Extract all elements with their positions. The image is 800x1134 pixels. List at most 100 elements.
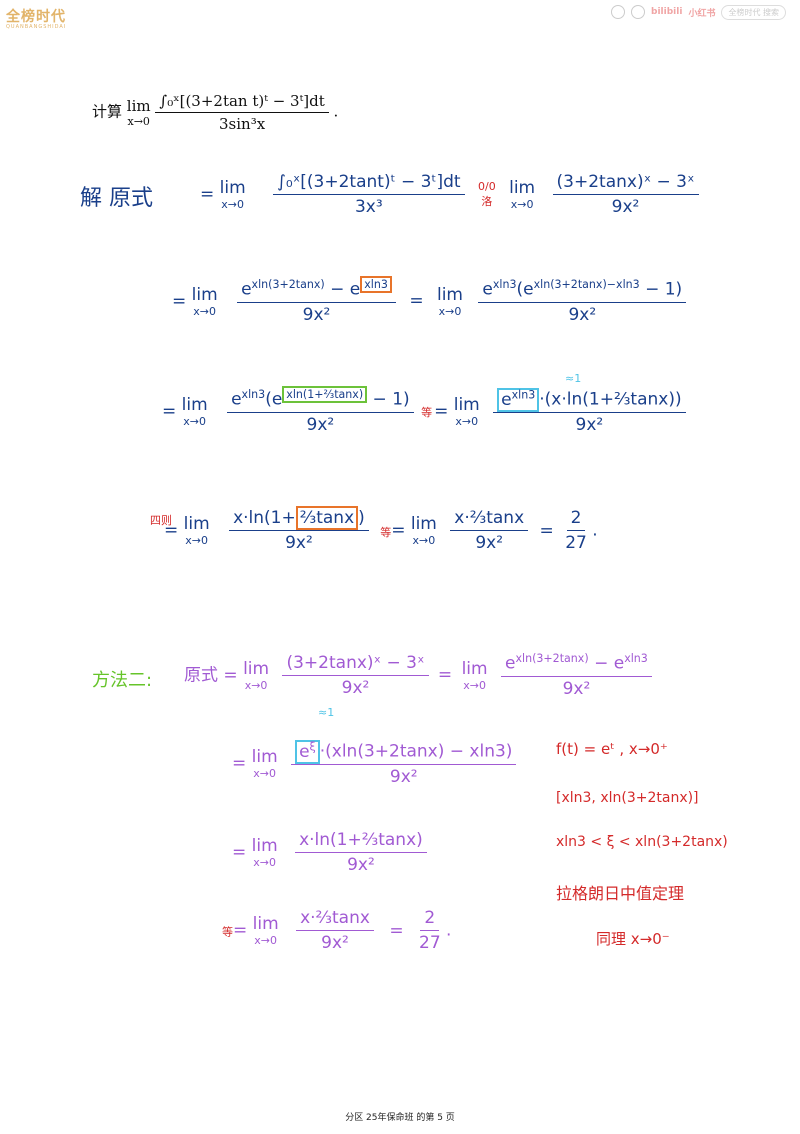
equiv-note: 等 [380,525,392,539]
step4-denominator-2: 9x² [475,533,504,553]
search-badge: 全榜时代 搜索 [721,4,786,20]
step4-numerator: x·⅔tanx [296,908,374,931]
brand-logo: 全榜时代 [6,9,66,25]
e-base: e [501,389,512,410]
minus: − [330,279,345,300]
eq-sign: = [223,665,238,686]
problem-fraction: ∫₀ˣ[(3+2tan t)ᵗ − 3ᵗ]dt 3sin³x [155,92,329,133]
eq-sign: = [172,291,187,312]
lim-text: lim [509,178,536,198]
lim-sub: x→0 [127,115,150,128]
result-denominator: 27 [565,533,587,553]
lim-text: lim [191,284,218,305]
step2-numerator: eξ·(xln(3+2tanx) − xln3) [291,739,517,765]
eq-sign: = [389,920,404,941]
lim-sub: x→0 [244,678,268,692]
result-numerator: 2 [566,508,586,531]
approx-one-mark: ≈1 [565,372,582,385]
step2-denominator-2: 9x² [568,304,597,325]
step4-denominator: 9x² [285,533,313,553]
exponent: xln3 [492,278,517,291]
page-footer: 分区 25年保命班 的第 5 页 [345,1113,455,1123]
e-base: e [241,279,252,300]
minus: − [594,653,609,674]
step1-numerator-2: (3+2tanx)ˣ − 3ˣ [552,172,699,195]
problem-denominator: 3sin³x [219,115,266,133]
problem-period: . [333,102,339,121]
eq-sign: = [232,842,247,863]
tail: − 1) [645,279,683,300]
lim-sub: x→0 [254,934,278,947]
lim-sub: x→0 [412,534,436,547]
approx-one-mark-2: ≈1 [318,706,335,719]
inner-e: (e [516,279,534,300]
equiv-note: 等 [222,925,233,939]
bilibili-tag: bilibili [651,7,683,17]
note-xi-range: xln3 < ξ < xln(3+2tanx) [556,834,728,850]
equiv-note: 等 [421,406,433,420]
social-bar: bilibili 小红书 全榜时代 搜索 [611,4,786,20]
exponent: xln(3+2tanx)−xln3 [533,278,640,291]
lim-sub: x→0 [183,414,207,428]
step1-denominator: 9x² [341,677,370,698]
step2-denominator: 9x² [389,766,418,787]
lhs-label: 原式 [184,665,218,686]
solution2-label: 方法二: [92,670,153,691]
result-numerator: 2 [420,908,440,931]
note-function: f(t) = eᵗ , x→0⁺ [556,740,668,758]
douyin-icon [631,5,646,19]
lim-sub: x→0 [185,534,209,547]
lim-text: lim [410,514,437,534]
lhopital-label: 洛 [481,195,493,208]
problem-lim: lim x→0 [127,97,151,128]
lim-sub: x→0 [455,414,479,428]
lim-text: lim [252,914,279,934]
step2-numerator-2: exln3(exln(3+2tanx)−xln3 − 1) [478,278,687,303]
e-base: e [613,653,625,674]
problem-numerator: ∫₀ˣ[(3+2tan t)ᵗ − 3ᵗ]dt [155,92,329,113]
eq-sign: = [434,401,449,422]
lim-text: lim [453,394,480,415]
step4-numerator: x·ln(1+⅔tanx) [229,506,369,531]
eq-sign: = [391,520,406,541]
lim-text: lim [461,658,488,679]
eq-sign: = [233,920,248,941]
lim-sub: x→0 [221,198,245,211]
lim-sub: x→0 [510,198,534,211]
lim-sub: x→0 [193,304,217,318]
step3-numerator: x·ln(1+⅔tanx) [295,830,427,853]
inner-e: (e [265,389,283,410]
step2-denominator: 9x² [302,304,331,325]
brand-subtitle: QUANBANGSHIDAI [6,24,67,30]
num-end: ) [358,508,365,528]
lim-text: lim [183,514,210,534]
step3-denominator: 9x² [306,414,335,435]
step1-denominator-2: 9x² [562,678,591,699]
e-base: e [231,389,242,410]
problem-statement: 计算 lim x→0 ∫₀ˣ[(3+2tan t)ᵗ − 3ᵗ]dt 3sin³… [92,92,338,133]
period: . [592,520,598,541]
highlight-exponent: xln3 [360,276,392,293]
eq-sign: = [409,291,424,312]
lim-text: lim [219,178,246,198]
highlight-exponent: xln(1+⅔tanx) [282,386,368,403]
weibo-icon [611,5,626,19]
step1-numerator: (3+2tanx)ˣ − 3ˣ [282,653,429,676]
e-base: e [482,279,493,300]
step4-denominator: 9x² [321,933,349,953]
eq-sign: = [162,401,177,422]
step4-numerator-2: x·⅔tanx [450,508,529,531]
lim-text: lim [181,394,208,415]
step3-numerator-2: exln3·(x·ln(1+⅔tanx)) [493,387,686,413]
xi-exponent: ξ [309,740,316,753]
exponent: xln3 [241,388,266,401]
lim-text: lim [243,658,270,679]
